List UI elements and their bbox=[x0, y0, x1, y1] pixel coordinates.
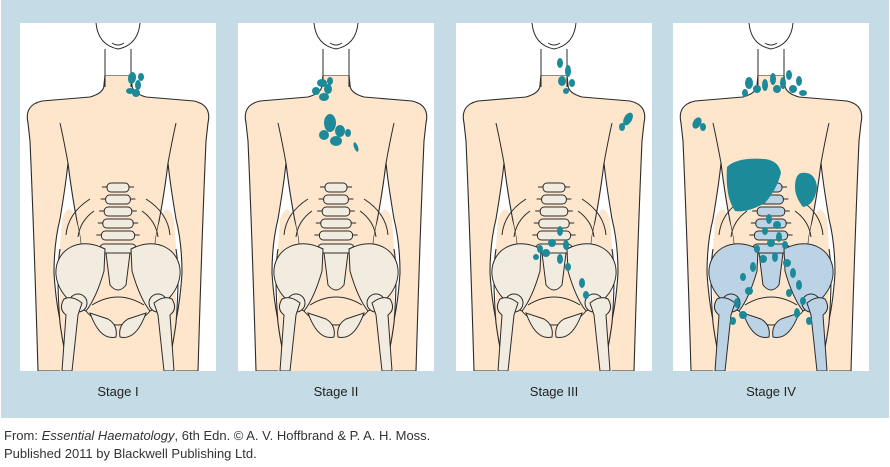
credit-line-2: Published 2011 by Blackwell Publishing L… bbox=[4, 446, 257, 461]
panel-stage-2 bbox=[238, 23, 434, 371]
stage-label-2: Stage II bbox=[313, 384, 359, 399]
liver bbox=[726, 158, 781, 212]
stage-label-4: Stage IV bbox=[746, 384, 796, 399]
torso-illustration-stage-2 bbox=[244, 23, 428, 371]
lymph-nodes bbox=[692, 70, 817, 325]
skeleton bbox=[491, 182, 617, 371]
credit-line-1: From: Essential Haematology, 6th Edn. © … bbox=[4, 428, 430, 443]
stage-label-1: Stage I bbox=[97, 384, 139, 399]
torso-illustration-stage-1 bbox=[26, 23, 210, 371]
lymph-nodes bbox=[533, 58, 633, 299]
panel-stage-3 bbox=[456, 23, 652, 371]
torso-illustration-stage-4 bbox=[679, 23, 863, 371]
credit-book-title: Essential Haematology bbox=[41, 428, 175, 443]
panel-stage-1 bbox=[20, 23, 216, 371]
stage-label-3: Stage III bbox=[529, 384, 579, 399]
torso-illustration-stage-3 bbox=[462, 23, 646, 371]
credit-edition: , 6th Edn. © A. V. Hoffbrand & P. A. H. … bbox=[174, 428, 431, 443]
spleen bbox=[795, 172, 817, 207]
lymph-nodes bbox=[126, 72, 144, 97]
lymph-nodes bbox=[312, 77, 359, 152]
panel-stage-4 bbox=[673, 23, 869, 371]
credit-prefix: From: bbox=[4, 428, 42, 443]
skeleton bbox=[273, 182, 399, 371]
skeleton bbox=[55, 182, 181, 371]
